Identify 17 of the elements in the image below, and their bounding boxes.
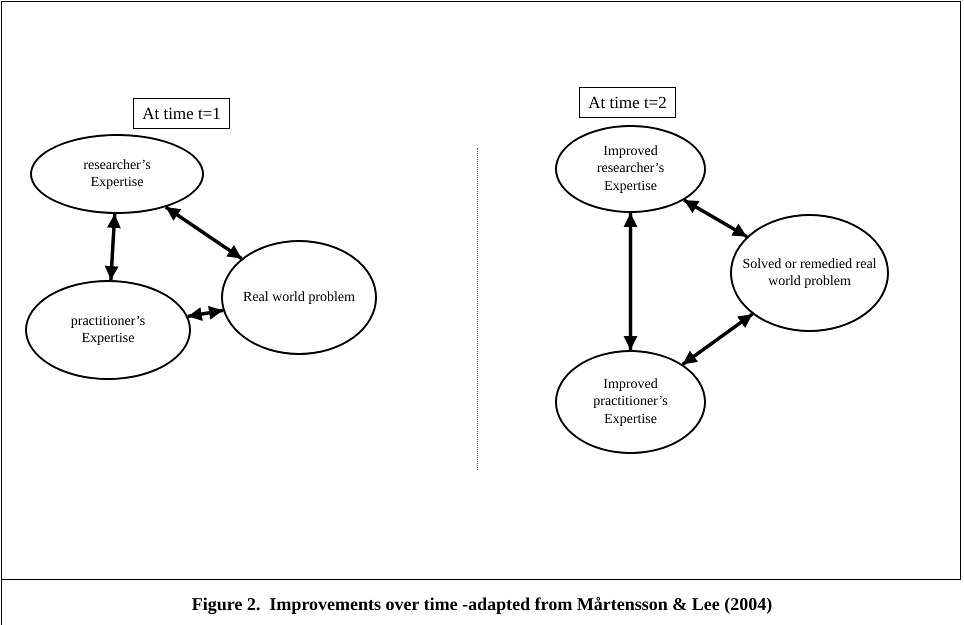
double-arrow xyxy=(188,306,224,321)
node-label: Real world problem xyxy=(243,288,355,306)
node-label: researcher’s Expertise xyxy=(82,156,152,192)
time-label-box xyxy=(579,87,676,118)
figure-caption: Figure 2. Improvements over time -adapted from Mårtensson & Lee (2004) xyxy=(190,594,774,615)
double-arrow xyxy=(104,214,121,280)
node-label: Improved practitioner’s Expertise xyxy=(592,376,669,428)
double-arrow xyxy=(683,198,748,238)
node-label: practitioner’s Expertise xyxy=(70,312,146,348)
node-label: At time t=1 xyxy=(142,102,221,124)
double-arrow xyxy=(164,206,243,260)
node-label: Improved researcher’s Expertise xyxy=(596,142,666,196)
node-label: At time t=2 xyxy=(588,92,667,114)
double-arrow xyxy=(682,312,754,366)
double-arrow xyxy=(624,213,638,350)
time-label-box xyxy=(133,98,230,129)
node-label: Solved or remedied real world problem xyxy=(742,256,877,290)
